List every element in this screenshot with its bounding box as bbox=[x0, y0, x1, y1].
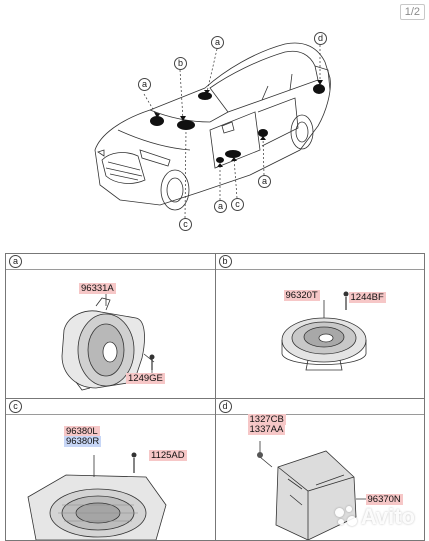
section-b: b 96320T 1244BF bbox=[215, 254, 425, 399]
section-b-header: b bbox=[215, 254, 424, 270]
callout-d: d bbox=[314, 32, 327, 45]
speaker-location-d bbox=[313, 84, 325, 94]
part-1244BF: 1244BF bbox=[348, 292, 386, 303]
callout-a-3: a bbox=[258, 175, 271, 188]
part-96380L: 96380L bbox=[64, 426, 100, 437]
parts-detail-grid: a 96331A 1249GE b bbox=[5, 253, 425, 541]
section-d-letter: d bbox=[218, 400, 232, 413]
speaker-location-b bbox=[177, 120, 195, 130]
subwoofer-drawing bbox=[27, 452, 167, 540]
part-1337AA: 1337AA bbox=[247, 424, 286, 435]
part-96370N: 96370N bbox=[365, 494, 403, 505]
speaker-location-a-door bbox=[216, 157, 224, 163]
part-1125AD: 1125AD bbox=[149, 450, 187, 461]
section-b-letter: b bbox=[218, 255, 232, 268]
part-96320T: 96320T bbox=[283, 290, 320, 301]
speaker-location-a-front-left bbox=[150, 116, 164, 126]
callout-b: b bbox=[174, 57, 187, 70]
callout-a-1: a bbox=[138, 78, 151, 91]
page-indicator: 1/2 bbox=[399, 4, 425, 20]
section-d-header: d bbox=[215, 399, 424, 415]
car-outline-illustration bbox=[94, 42, 331, 219]
amplifier-drawing bbox=[256, 441, 384, 540]
part-96380R: 96380R bbox=[64, 436, 102, 447]
part-96331A: 96331A bbox=[79, 283, 116, 294]
section-c-letter: c bbox=[9, 400, 22, 413]
section-a: a 96331A 1249GE bbox=[6, 254, 216, 399]
callout-a-2: a bbox=[211, 36, 224, 49]
section-a-letter: a bbox=[9, 255, 22, 268]
speaker-location-c bbox=[225, 150, 241, 158]
avito-watermark: Avito bbox=[334, 504, 415, 530]
avito-logo-icon bbox=[334, 506, 357, 528]
avito-watermark-text: Avito bbox=[360, 504, 415, 529]
part-1327CB: 1327CB bbox=[247, 414, 286, 425]
section-c-header: c bbox=[6, 399, 215, 415]
section-c: c 96380L 96380R 1125AD bbox=[6, 399, 216, 541]
callout-a-4: a bbox=[214, 200, 227, 213]
car-overview-diagram: a b a d a a c c bbox=[0, 0, 429, 250]
part-1249GE: 1249GE bbox=[126, 373, 165, 384]
section-a-header: a bbox=[6, 254, 215, 270]
callout-c-2: c bbox=[179, 218, 192, 231]
speaker-location-a-top bbox=[198, 92, 212, 100]
midrange-speaker-drawing bbox=[281, 291, 366, 371]
woofer-speaker-drawing bbox=[61, 294, 155, 391]
callout-c-1: c bbox=[231, 198, 244, 211]
speaker-location-a-rear bbox=[258, 129, 268, 137]
